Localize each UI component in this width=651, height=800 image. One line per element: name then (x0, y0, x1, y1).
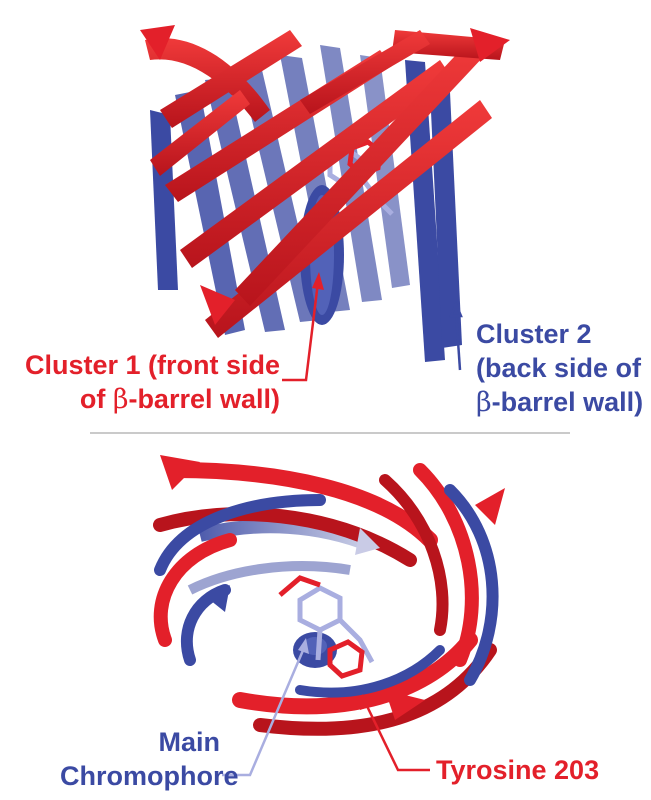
beta-symbol: β (476, 387, 492, 418)
chromophore-label-line1: Main (60, 725, 220, 759)
chromophore-label-line2: Chromophore (60, 759, 220, 793)
cluster1-label-line2: of β-barrel wall) (8, 382, 280, 417)
cluster1-label: Cluster 1 (front side of β-barrel wall) (8, 348, 280, 417)
cluster2-label-line3: β-barrel wall) (476, 385, 643, 420)
swirl-strands (160, 470, 493, 729)
cluster2-label-line2: (back side of (476, 351, 643, 385)
chromophore-label: Main Chromophore (60, 725, 220, 793)
beta-barrel-side-view (140, 25, 510, 380)
tyrosine-label-text: Tyrosine 203 (436, 753, 599, 787)
cluster2-label: Cluster 2 (back side of β-barrel wall) (476, 317, 643, 420)
cluster1-label-line1: Cluster 1 (front side (8, 348, 280, 382)
tyrosine-label: Tyrosine 203 (436, 753, 599, 787)
beta-symbol: β (113, 384, 129, 415)
cluster1-label-suffix: -barrel wall) (128, 384, 280, 414)
cluster2-label-suffix: -barrel wall) (492, 387, 644, 417)
cluster1-label-prefix: of (80, 384, 113, 414)
cluster2-label-line1: Cluster 2 (476, 317, 643, 351)
